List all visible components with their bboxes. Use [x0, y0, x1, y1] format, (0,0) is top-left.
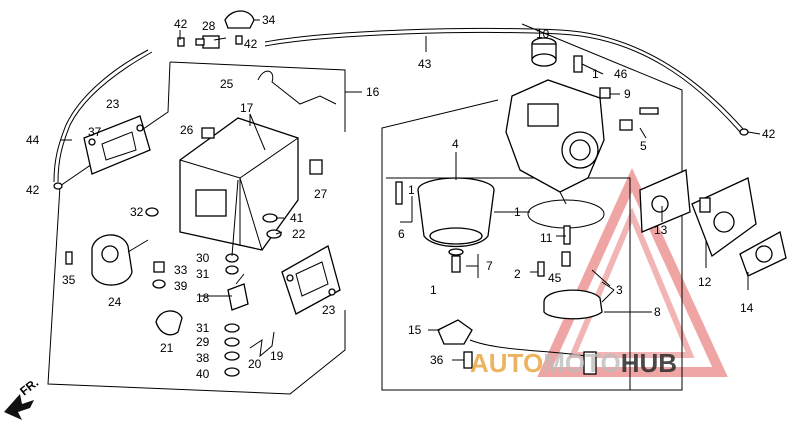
callout-5: 5 [640, 139, 647, 153]
watermark-text: AUTOMOTOHUB [470, 348, 677, 378]
leader-lines [60, 19, 761, 361]
callout-8: 8 [654, 305, 661, 319]
float-chamber [417, 177, 495, 248]
o-ring [527, 199, 605, 229]
washer-42-left [53, 182, 63, 190]
fuel-cock-line [437, 319, 597, 375]
callout-44: 44 [26, 133, 40, 147]
small-hardware [65, 127, 323, 289]
callout-27: 27 [314, 187, 328, 201]
insulator [639, 169, 691, 233]
callout-26: 26 [180, 123, 194, 137]
watermark-text-part1: AUTO [470, 348, 543, 378]
choke-knob [155, 310, 183, 336]
callout-38: 38 [196, 351, 210, 365]
callout-33: 33 [174, 263, 188, 277]
callout-41: 41 [290, 211, 304, 225]
callout-39: 39 [174, 279, 188, 293]
callout-28: 28 [202, 19, 216, 33]
drain-bolt [395, 181, 403, 205]
callout-1: 1 [408, 183, 415, 197]
callout-30: 30 [196, 251, 210, 265]
air-guide-bracket [179, 117, 299, 251]
callout-1: 1 [514, 205, 521, 219]
callout-32: 32 [130, 205, 144, 219]
callout-23: 23 [106, 97, 120, 111]
float-cap [531, 37, 557, 67]
callout-42: 42 [26, 183, 40, 197]
callout-19: 19 [270, 349, 284, 363]
link-bracket [227, 273, 249, 311]
front-direction-arrow: FR. [4, 375, 41, 420]
callout-35: 35 [62, 273, 76, 287]
callout-16: 16 [366, 85, 380, 99]
direction-label: FR. [17, 375, 41, 398]
callout-9: 9 [624, 87, 631, 101]
callout-2: 2 [514, 267, 521, 281]
callout-1: 1 [430, 283, 437, 297]
callout-22: 22 [292, 227, 306, 241]
callout-21: 21 [160, 341, 174, 355]
callout-15: 15 [408, 323, 422, 337]
svg-text:AUTOMOTOHUB: AUTOMOTOHUB [470, 348, 677, 378]
callout-42: 42 [244, 37, 258, 51]
washer-stack [224, 323, 240, 377]
callout-29: 29 [196, 335, 210, 349]
carburetor-body [505, 79, 605, 205]
callout-labels: 42 28 34 42 43 10 1 46 9 5 42 44 23 37 4… [26, 13, 776, 381]
float-needle-parts [537, 225, 571, 277]
callout-46: 46 [614, 67, 628, 81]
callout-37: 37 [88, 125, 102, 139]
callout-31: 31 [196, 321, 210, 335]
callout-4: 4 [452, 137, 459, 151]
callout-24: 24 [108, 295, 122, 309]
watermark-logo-mark [537, 167, 728, 377]
link-spring [249, 331, 275, 358]
washer-42-right [739, 128, 749, 136]
callout-17: 17 [240, 101, 254, 115]
callout-13: 13 [654, 223, 668, 237]
callout-7: 7 [486, 259, 493, 273]
float [543, 269, 611, 320]
callout-6: 6 [398, 227, 405, 241]
callout-45: 45 [548, 271, 562, 285]
fuel-valve-assembly [91, 234, 149, 286]
callout-10: 10 [536, 27, 550, 41]
callout-40: 40 [196, 367, 210, 381]
callout-18: 18 [196, 291, 210, 305]
callout-31: 31 [196, 267, 210, 281]
callout-11: 11 [540, 231, 553, 245]
watermark-text-part2: MOTO [543, 348, 621, 378]
callout-34: 34 [262, 13, 276, 27]
callout-20: 20 [248, 357, 262, 371]
main-jet [448, 248, 464, 273]
gasket-right [739, 231, 787, 277]
breather-tube [264, 28, 745, 131]
callout-36: 36 [430, 353, 444, 367]
control-rod [257, 70, 337, 105]
gasket-center [281, 245, 341, 315]
fuel-hose [57, 51, 153, 183]
callout-12: 12 [698, 275, 712, 289]
callout-14: 14 [740, 301, 754, 315]
callout-3: 3 [616, 283, 623, 297]
callout-42: 42 [762, 127, 776, 141]
callout-42: 42 [174, 17, 188, 31]
callout-1: 1 [592, 67, 599, 81]
intake-adapter [691, 177, 757, 258]
gasket-left [83, 115, 151, 175]
callout-25: 25 [220, 77, 234, 91]
callout-43: 43 [418, 57, 432, 71]
fuel-valve-fitting [177, 10, 255, 49]
watermark-text-part3: HUB [621, 348, 677, 378]
callout-23: 23 [322, 303, 336, 317]
